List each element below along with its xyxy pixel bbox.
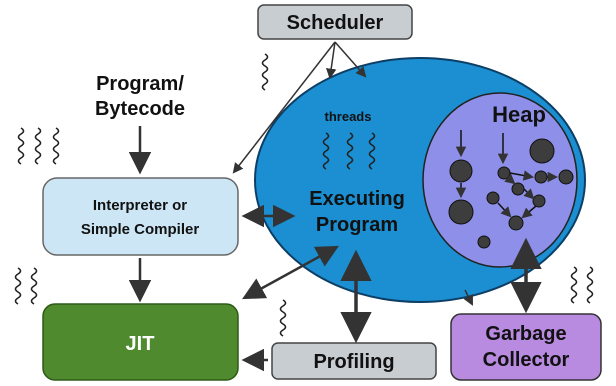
bytecode-label: Bytecode bbox=[95, 98, 185, 120]
thread-squiggle-icon bbox=[17, 127, 60, 165]
jit-box bbox=[42, 303, 239, 381]
garbage-label: Garbage bbox=[485, 323, 566, 345]
interpreter-label: Interpreter or bbox=[93, 197, 187, 214]
threads-label: threads bbox=[325, 109, 372, 124]
collector-label: Collector bbox=[483, 349, 570, 371]
thread-squiggle-icon bbox=[570, 266, 594, 304]
compiler-label: Simple Compiler bbox=[81, 221, 200, 238]
garbage-collector-box bbox=[450, 313, 602, 381]
thread-squiggle-icon bbox=[279, 299, 287, 337]
thread-squiggle-icon bbox=[261, 53, 269, 91]
executing-label: Executing bbox=[309, 188, 405, 210]
scheduler-label: Scheduler bbox=[287, 12, 384, 34]
scheduler-box bbox=[257, 4, 413, 40]
program-running-label: Program bbox=[316, 214, 398, 236]
heap-reference-arrows bbox=[455, 130, 559, 219]
heap-object-icon bbox=[448, 138, 574, 249]
profiling-label: Profiling bbox=[313, 351, 394, 373]
program-label: Program/ bbox=[96, 73, 184, 95]
flow-arrows bbox=[128, 126, 542, 372]
interpreter-box bbox=[42, 177, 239, 256]
thread-squiggle-icon bbox=[14, 267, 38, 305]
heap-label: Heap bbox=[492, 102, 546, 127]
scheduler-arrows bbox=[232, 41, 473, 306]
jit-label: JIT bbox=[126, 333, 155, 355]
